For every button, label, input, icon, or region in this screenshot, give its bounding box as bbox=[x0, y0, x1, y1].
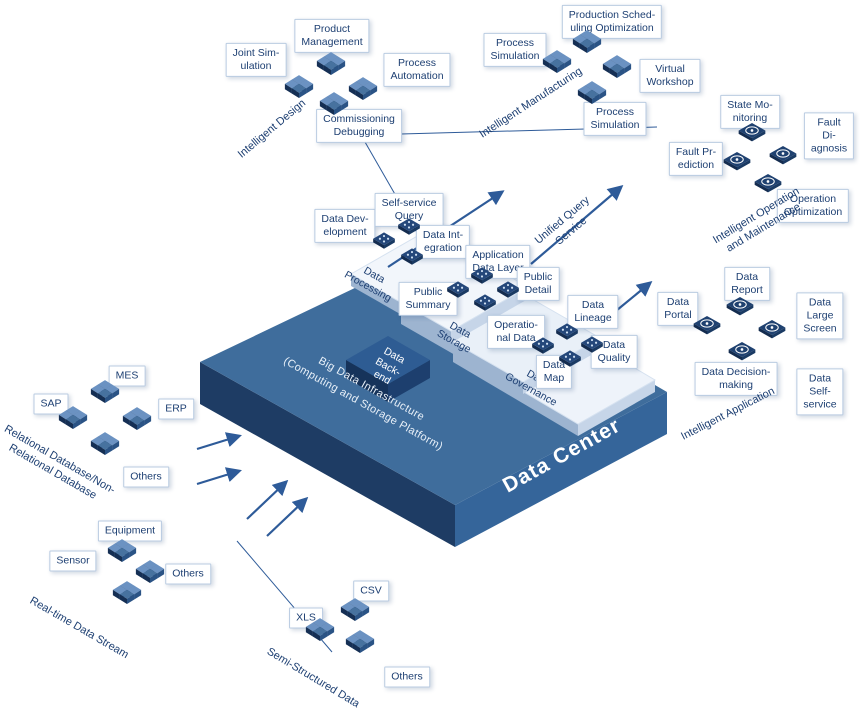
gauge-tile-icon bbox=[768, 145, 798, 167]
data-center-platform bbox=[200, 253, 667, 547]
node-public-detail: Public Detail bbox=[516, 266, 560, 302]
node-virtual-workshop: Virtual Workshop bbox=[639, 58, 701, 94]
node-data-lineage: Data Lineage bbox=[567, 294, 619, 330]
gauge-tile-icon bbox=[722, 151, 752, 173]
node-mes: MES bbox=[108, 365, 146, 387]
node-commissioning-debugging: Commissioning Debugging bbox=[316, 108, 402, 144]
cube-cluster-icon bbox=[316, 52, 346, 76]
cube-cluster-icon bbox=[577, 81, 607, 105]
gauge-tile-icon bbox=[753, 173, 783, 195]
node-process-automation: Process Automation bbox=[383, 52, 451, 88]
node-data-self-service: Data Self- service bbox=[796, 368, 844, 416]
gauge-tile-icon bbox=[757, 319, 787, 341]
cube-cluster-icon bbox=[340, 598, 370, 622]
node-production-scheduling-optimization: Production Sched- uling Optimization bbox=[561, 4, 663, 40]
platform-right-face bbox=[455, 392, 667, 547]
node-data-portal: Data Portal bbox=[657, 291, 699, 327]
node-process-simulation-2: Process Simulation bbox=[583, 101, 647, 137]
cube-cluster-icon bbox=[602, 55, 632, 79]
cube-cluster-icon bbox=[90, 432, 120, 456]
cube-cluster-icon bbox=[122, 407, 152, 431]
node-process-simulation-1: Process Simulation bbox=[483, 32, 547, 68]
node-sap: SAP bbox=[33, 393, 69, 415]
node-joint-simulation: Joint Sim- ulation bbox=[225, 42, 287, 78]
cube-cluster-icon bbox=[90, 380, 120, 404]
node-product-management: Product Management bbox=[294, 18, 370, 54]
chip-icon bbox=[496, 281, 520, 300]
chip-icon bbox=[531, 337, 555, 356]
cube-cluster-icon bbox=[107, 539, 137, 563]
gauge-tile-icon bbox=[727, 341, 757, 363]
chip-icon bbox=[473, 294, 497, 313]
chip-icon bbox=[446, 281, 470, 300]
cube-cluster-icon bbox=[58, 406, 88, 430]
node-data-report: Data Report bbox=[724, 266, 770, 302]
cube-cluster-icon bbox=[284, 75, 314, 99]
node-realtime-others: Others bbox=[165, 563, 211, 585]
cube-cluster-icon bbox=[542, 50, 572, 74]
cube-cluster-icon bbox=[319, 92, 349, 116]
node-data-large-screen: Data Large Screen bbox=[796, 292, 844, 340]
data-backend-block bbox=[346, 336, 430, 402]
node-relational-others: Others bbox=[123, 466, 169, 488]
node-semi-others: Others bbox=[384, 666, 430, 688]
gauge-tile-icon bbox=[725, 296, 755, 318]
node-data-integration: Data Int- egration bbox=[415, 224, 471, 260]
chip-icon bbox=[580, 336, 604, 355]
gauge-tile-icon bbox=[692, 315, 722, 337]
node-equipment: Equipment bbox=[97, 520, 163, 542]
chip-icon bbox=[397, 218, 421, 237]
chip-icon bbox=[400, 248, 424, 267]
platform-left-face bbox=[200, 362, 455, 547]
cube-cluster-icon bbox=[112, 581, 142, 605]
node-data-decision-making: Data Decision- making bbox=[694, 361, 778, 397]
cube-cluster-icon bbox=[348, 77, 378, 101]
chip-icon bbox=[558, 350, 582, 369]
node-sensor: Sensor bbox=[49, 550, 97, 572]
node-fault-diagnosis: Fault Di- agnosis bbox=[803, 112, 855, 160]
chip-icon bbox=[555, 323, 579, 342]
cube-cluster-icon bbox=[345, 630, 375, 654]
node-fault-prediction: Fault Pr- ediction bbox=[668, 141, 724, 177]
node-data-development: Data Dev- elopment bbox=[314, 208, 376, 244]
platform-top-face bbox=[200, 253, 667, 505]
node-erp: ERP bbox=[158, 398, 194, 420]
node-data-map: Data Map bbox=[535, 354, 573, 390]
chip-icon bbox=[372, 232, 396, 251]
chip-icon bbox=[470, 267, 494, 286]
node-csv: CSV bbox=[353, 580, 389, 602]
cube-cluster-icon bbox=[305, 618, 335, 642]
node-operation-optimization: Operation Optimization bbox=[776, 188, 850, 224]
gauge-tile-icon bbox=[737, 122, 767, 144]
cube-cluster-icon bbox=[572, 30, 602, 54]
